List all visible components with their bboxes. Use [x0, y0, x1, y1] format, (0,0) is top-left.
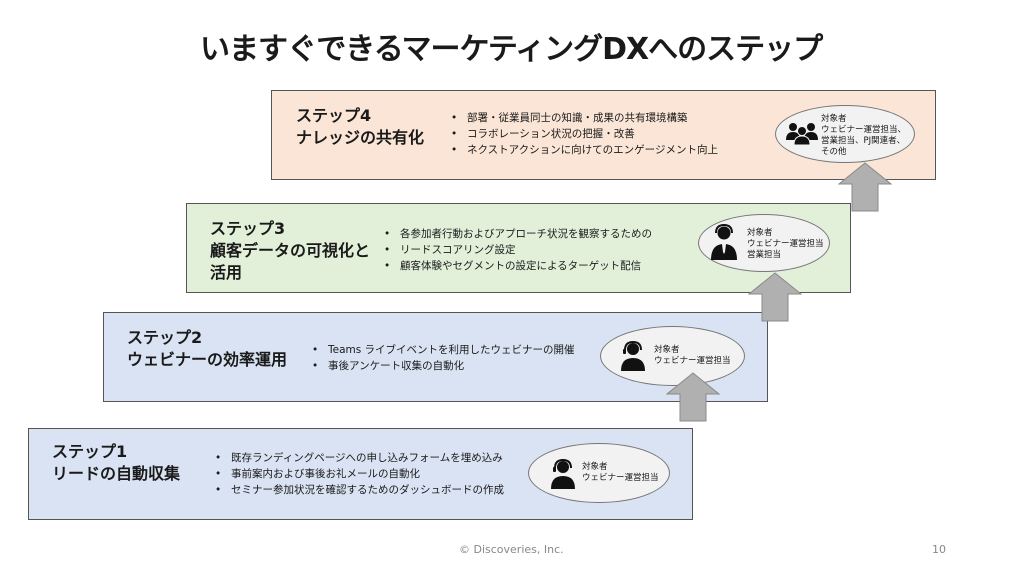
- footer-copyright: © Discoveries, Inc.: [459, 543, 564, 556]
- step-2-target-bubble: [600, 326, 745, 386]
- step-2-target-text: 対象者 ウェビナー運営担当: [654, 345, 731, 367]
- target-line: 営業担当、PJ関連者、: [821, 136, 906, 146]
- target-label: 対象者: [582, 462, 608, 472]
- headset-person-icon: [621, 340, 645, 371]
- target-label: 対象者: [747, 228, 773, 238]
- step-4-bullets: 部署・従業員同士の知識・成果の共有環境構築 コラボレーション状況の把握・改善 ネ…: [451, 110, 718, 158]
- step-2-bullet: 事後アンケート収集の自動化: [312, 358, 575, 374]
- step-3-target-bubble: [698, 214, 830, 272]
- target-label: 対象者: [821, 114, 847, 124]
- step-3-bullets: 各参加者行動およびアプローチ状況を観察するための リードスコアリング設定 顧客体…: [384, 226, 652, 274]
- step-1-bullet: 既存ランディングページへの申し込みフォームを埋め込み: [215, 450, 504, 466]
- target-line: ウェビナー運営担当、: [821, 125, 907, 135]
- step-3-title-line2: 顧客データの可視化と: [210, 241, 371, 260]
- up-arrow-icon: [838, 162, 892, 212]
- step-1-title: ステップ1 リードの自動収集: [52, 441, 180, 485]
- target-line: ウェビナー運営担当: [654, 356, 731, 366]
- step-3-bullet: 各参加者行動およびアプローチ状況を観察するための: [384, 226, 652, 242]
- step-2-bullets: Teams ライブイベントを利用したウェビナーの開催 事後アンケート収集の自動化: [312, 342, 575, 374]
- step-2-title-line1: ステップ2: [127, 328, 203, 347]
- step-2-bullet: Teams ライブイベントを利用したウェビナーの開催: [312, 342, 575, 358]
- target-line: ウェビナー運営担当: [582, 473, 659, 483]
- step-1-title-line2: リードの自動収集: [52, 464, 181, 483]
- step-4-title-line1: ステップ4: [296, 106, 372, 125]
- step-4-target-text: 対象者 ウェビナー運営担当、 営業担当、PJ関連者、 その他: [821, 114, 906, 158]
- group-icon: [786, 123, 818, 146]
- target-line: その他: [821, 147, 847, 157]
- step-1-target-bubble: [528, 443, 670, 503]
- target-label: 対象者: [654, 345, 680, 355]
- step-4-title-line2: ナレッジの共有化: [296, 128, 425, 147]
- target-line: 営業担当: [747, 250, 782, 260]
- step-4-bullet: ネクストアクションに向けてのエンゲージメント向上: [451, 142, 718, 158]
- step-4-title: ステップ4 ナレッジの共有化: [296, 105, 424, 149]
- target-line: ウェビナー運営担当: [747, 239, 824, 249]
- step-4-bullet: 部署・従業員同士の知識・成果の共有環境構築: [451, 110, 718, 126]
- step-1-bullet: セミナー参加状況を確認するためのダッシュボードの作成: [215, 482, 504, 498]
- step-3-target-text: 対象者 ウェビナー運営担当 営業担当: [747, 228, 824, 261]
- step-3-bullet: 顧客体験やセグメントの設定によるターゲット配信: [384, 258, 652, 274]
- step-3-title-line3: 活用: [210, 263, 243, 282]
- step-3-title-line1: ステップ3: [210, 219, 286, 238]
- step-4-bullet: コラボレーション状況の把握・改善: [451, 126, 718, 142]
- up-arrow-icon: [666, 372, 720, 422]
- step-3-bullet: リードスコアリング設定: [384, 242, 652, 258]
- step-2-title-line2: ウェビナーの効率運用: [127, 350, 288, 369]
- headset-person-icon: [551, 458, 575, 489]
- step-1-title-line1: ステップ1: [52, 442, 128, 461]
- headset-businessman-icon: [711, 223, 737, 260]
- step-2-title: ステップ2 ウェビナーの効率運用: [127, 327, 287, 371]
- page-title: いますぐできるマーケティングDXへのステップ: [200, 32, 823, 67]
- step-1-target-text: 対象者 ウェビナー運営担当: [582, 462, 659, 484]
- up-arrow-icon: [748, 272, 802, 322]
- step-3-title: ステップ3 顧客データの可視化と 活用: [210, 218, 370, 284]
- step-1-bullets: 既存ランディングページへの申し込みフォームを埋め込み 事前案内および事後お礼メー…: [215, 450, 504, 498]
- page-number: 10: [932, 543, 946, 556]
- step-1-bullet: 事前案内および事後お礼メールの自動化: [215, 466, 504, 482]
